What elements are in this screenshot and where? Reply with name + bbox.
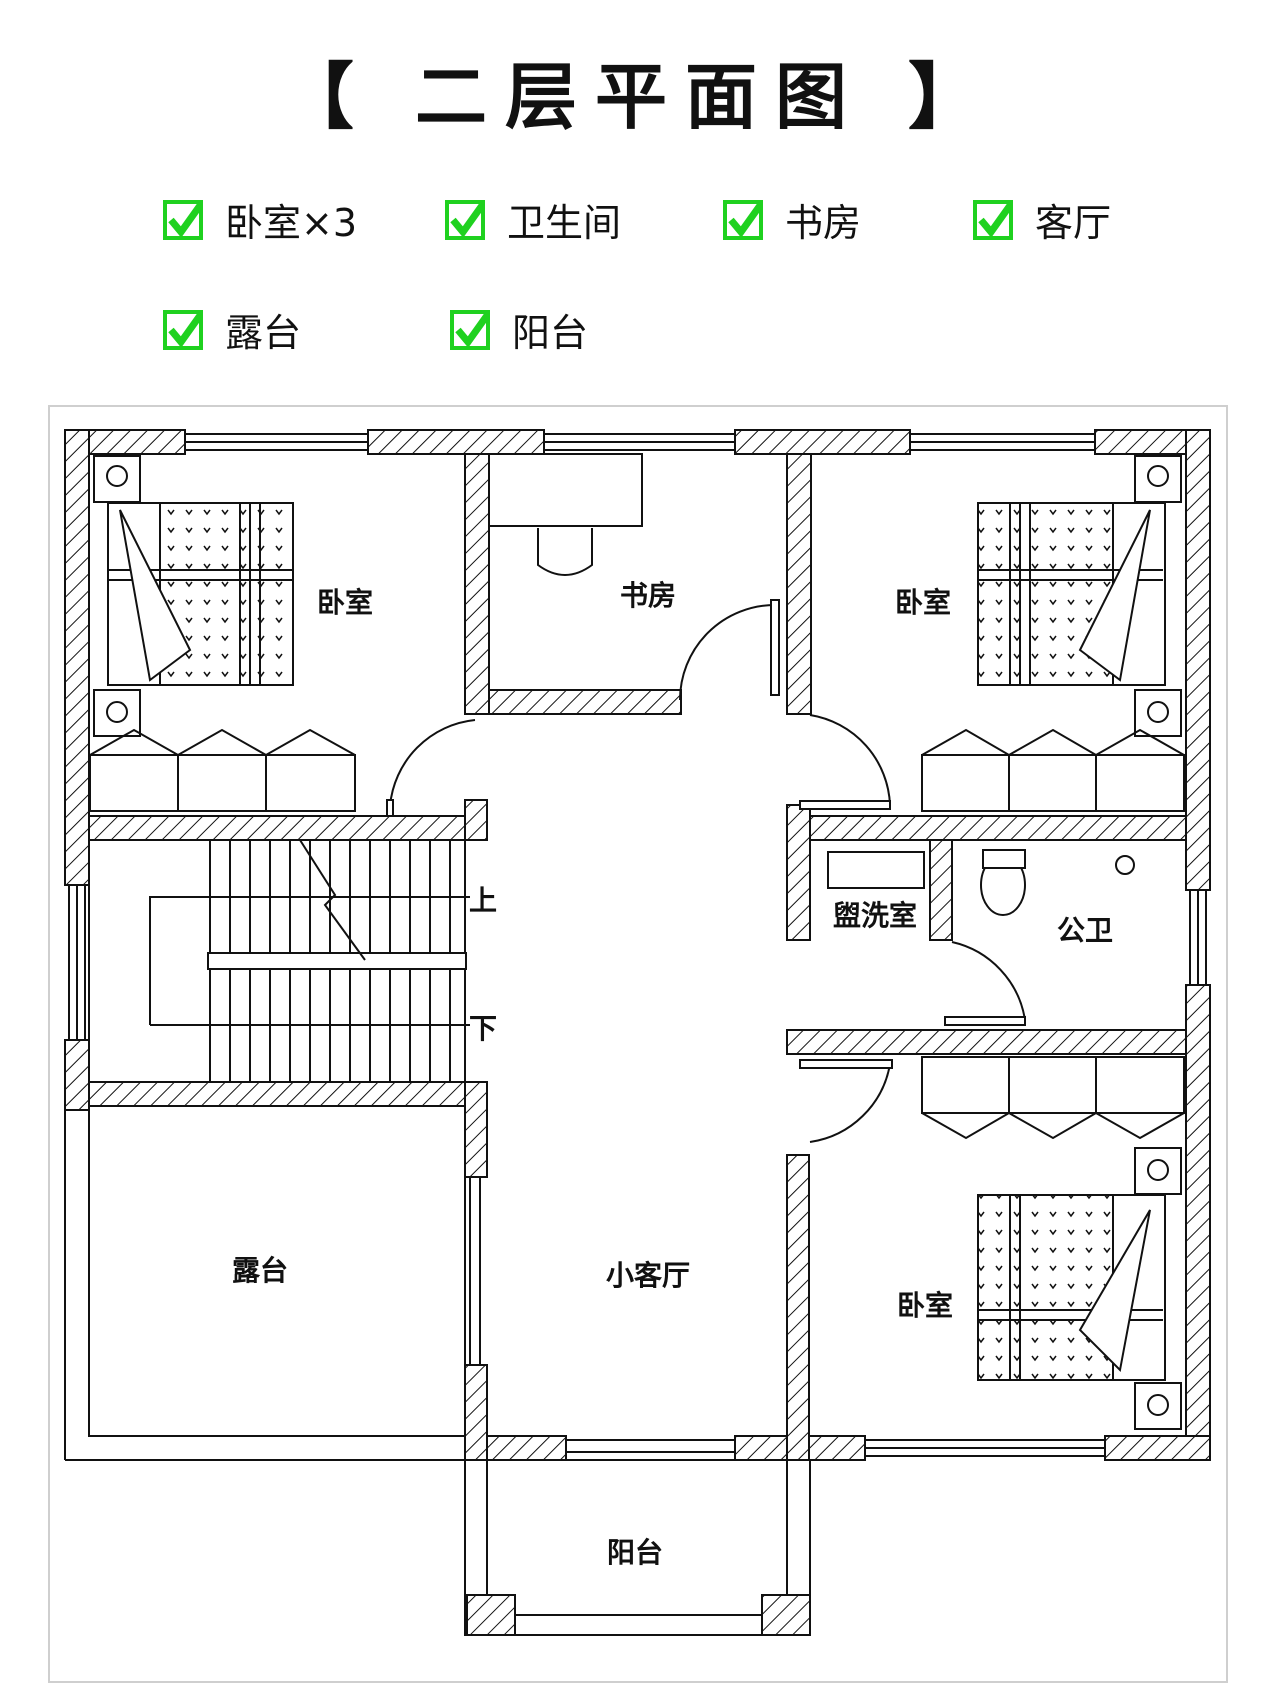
- furniture: [89, 453, 1185, 1430]
- room-labels: 卧室 书房 卧室 盥洗室 公卫 露台 小客厅 卧室 阳台 上 下: [232, 579, 1113, 1569]
- interior-walls: [88, 453, 1187, 1461]
- stair-up-label: 上: [469, 884, 497, 917]
- windows: [68, 433, 1207, 1457]
- feature-balcony: 阳台: [450, 302, 588, 357]
- feature-label: 阳台: [512, 311, 589, 355]
- checkmark-icon: [163, 309, 203, 350]
- terrace-outline: [64, 1105, 481, 1461]
- feature-bedrooms: 卧室×3: [163, 192, 357, 247]
- floor-plan-frame: [48, 405, 1228, 1683]
- room-label-washroom: 盥洗室: [833, 899, 917, 932]
- exterior-walls: [64, 429, 1211, 1461]
- room-label-balcony: 阳台: [607, 1536, 663, 1569]
- stairs: [88, 839, 470, 1083]
- balcony-outline: [464, 1439, 811, 1636]
- room-label-terrace: 露台: [232, 1254, 288, 1287]
- room-label-bedroom-se: 卧室: [897, 1289, 953, 1322]
- feature-label: 露台: [225, 311, 302, 355]
- feature-bathroom: 卫生间: [445, 192, 621, 247]
- feature-label: 客厅: [1035, 201, 1112, 245]
- feature-label: 卫生间: [507, 201, 622, 245]
- checkmark-icon: [723, 199, 763, 240]
- room-label-bedroom-nw: 卧室: [317, 586, 373, 619]
- checkmark-icon: [973, 199, 1013, 240]
- feature-study: 书房: [723, 192, 861, 247]
- feature-label: 卧室×3: [225, 201, 358, 245]
- stair-down-label: 下: [469, 1012, 497, 1045]
- room-label-public-wc: 公卫: [1057, 914, 1113, 947]
- page-title: 【 二层平面图 】: [281, 55, 999, 139]
- checkmark-icon: [450, 309, 490, 350]
- checkmark-icon: [163, 199, 203, 240]
- doors: [386, 599, 1026, 1143]
- room-label-study: 书房: [620, 579, 676, 612]
- feature-living: 客厅: [973, 192, 1111, 247]
- checkmark-icon: [445, 199, 485, 240]
- feature-label: 书房: [785, 201, 862, 245]
- room-label-bedroom-ne: 卧室: [895, 586, 951, 619]
- feature-terrace: 露台: [163, 302, 301, 357]
- room-label-living: 小客厅: [606, 1259, 690, 1292]
